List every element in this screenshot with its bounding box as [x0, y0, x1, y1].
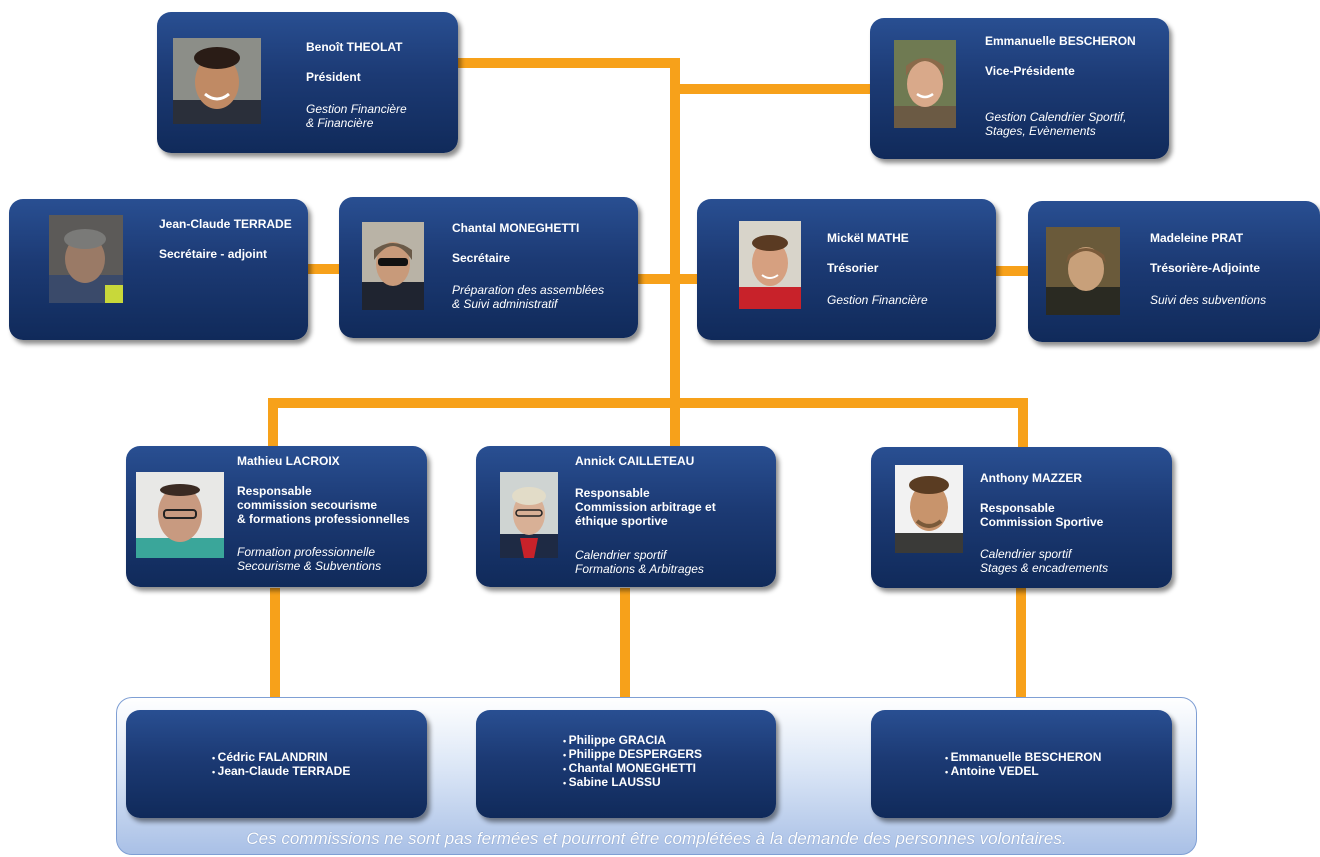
photo-treasurer-deputy: [1046, 227, 1120, 315]
list-item: Jean-Claude TERRADE: [212, 765, 513, 779]
first-aid-role-1: Responsable: [237, 484, 312, 498]
photo-vice-president: [894, 40, 956, 128]
connector-refereeing-members: [620, 588, 630, 710]
photo-sports: [895, 465, 963, 553]
connector-sports: [1018, 398, 1028, 448]
vice-president-task-2: Stages, Evènements: [985, 124, 1096, 138]
connector-first-aid: [268, 398, 278, 448]
refereeing-role-1: Responsable: [575, 486, 650, 500]
treasurer-deputy-name: Madeleine PRAT: [1150, 231, 1244, 245]
treasurer-deputy-role: Trésorière-Adjointe: [1150, 261, 1261, 275]
secretary-deputy-role: Secrétaire - adjoint: [159, 247, 268, 261]
treasurer-task-1: Gestion Financière: [827, 293, 928, 307]
connector-treasurer-deputy: [996, 266, 1028, 276]
sports-role-2: Commission Sportive: [980, 515, 1104, 529]
first-aid-role-3: & formations professionnelles: [237, 512, 410, 526]
card-vice-president: Emmanuelle BESCHERON Vice-Présidente Ges…: [870, 18, 1169, 159]
photo-secretary-deputy: [49, 215, 123, 303]
president-name: Benoît THEOLAT: [306, 40, 403, 54]
vice-president-name: Emmanuelle BESCHERON: [985, 34, 1136, 48]
list-item: Emmanuelle BESCHERON: [945, 751, 1246, 765]
connector-sports-members: [1016, 588, 1026, 710]
refereeing-task-1: Calendrier sportif: [575, 548, 667, 562]
secretary-name: Chantal MONEGHETTI: [452, 221, 580, 235]
photo-secretary: [362, 222, 424, 310]
connector-officers: [638, 274, 698, 284]
vice-president-task-1: Gestion Calendrier Sportif,: [985, 110, 1127, 124]
list-item: Antoine VEDEL: [945, 765, 1246, 779]
card-secretary: Chantal MONEGHETTI Secrétaire Préparatio…: [339, 197, 638, 338]
card-first-aid: Mathieu LACROIX Responsable commission s…: [126, 446, 427, 587]
first-aid-task-2: Secourisme & Subventions: [237, 559, 382, 573]
card-treasurer-deputy: Madeleine PRAT Trésorière-Adjointe Suivi…: [1028, 201, 1320, 342]
refereeing-role-3: éthique sportive: [575, 514, 668, 528]
list-item: Chantal MONEGHETTI: [563, 762, 863, 776]
president-role: Président: [306, 70, 361, 84]
sports-role-1: Responsable: [980, 501, 1055, 515]
photo-treasurer: [739, 221, 801, 309]
photo-first-aid: [136, 472, 224, 558]
secretary-role: Secrétaire: [452, 251, 511, 265]
card-president: Benoît THEOLAT Président Gestion Financi…: [157, 12, 458, 153]
president-task-2: & Financière: [306, 116, 374, 130]
connector-president: [458, 58, 680, 68]
connector-first-aid-members: [270, 588, 280, 710]
connector-refereeing: [670, 398, 680, 448]
list-item: Philippe GRACIA: [563, 734, 863, 748]
footer-note: Ces commissions ne sont pas fermées et p…: [246, 829, 1067, 848]
refereeing-members-list: Philippe GRACIA Philippe DESPERGERS Chan…: [476, 734, 863, 790]
photo-refereeing: [500, 472, 558, 558]
secretary-task-1: Préparation des assemblées: [452, 283, 605, 297]
refereeing-name: Annick CAILLETEAU: [575, 454, 695, 468]
photo-president: [173, 38, 261, 124]
card-first-aid-members: Cédric FALANDRIN Jean-Claude TERRADE: [126, 710, 427, 818]
sports-task-1: Calendrier sportif: [980, 547, 1072, 561]
connector-trunk: [670, 58, 680, 410]
secretary-deputy-name: Jean-Claude TERRADE: [159, 217, 292, 231]
sports-members-list: Emmanuelle BESCHERON Antoine VEDEL: [871, 751, 1246, 779]
refereeing-role-2: Commission arbitrage et: [575, 500, 716, 514]
card-sports-members: Emmanuelle BESCHERON Antoine VEDEL: [871, 710, 1172, 818]
treasurer-role: Trésorier: [827, 261, 879, 275]
refereeing-task-2: Formations & Arbitrages: [575, 562, 704, 576]
first-aid-task-1: Formation professionnelle: [237, 545, 376, 559]
connector-secretary-deputy: [308, 264, 340, 274]
first-aid-role-2: commission secourisme: [237, 498, 378, 512]
card-sports: Anthony MAZZER Responsable Commission Sp…: [871, 447, 1172, 588]
treasurer-name: Mickël MATHE: [827, 231, 909, 245]
card-refereeing: Annick CAILLETEAU Responsable Commission…: [476, 446, 776, 587]
connector-commissions: [268, 398, 1028, 408]
first-aid-name: Mathieu LACROIX: [237, 454, 340, 468]
list-item: Cédric FALANDRIN: [212, 751, 513, 765]
vice-president-role: Vice-Présidente: [985, 64, 1075, 78]
card-refereeing-members: Philippe GRACIA Philippe DESPERGERS Chan…: [476, 710, 776, 818]
treasurer-deputy-task-1: Suivi des subventions: [1150, 293, 1267, 307]
first-aid-members-list: Cédric FALANDRIN Jean-Claude TERRADE: [126, 751, 513, 779]
sports-task-2: Stages & encadrements: [980, 561, 1109, 575]
president-task-1: Gestion Financière: [306, 102, 407, 116]
card-treasurer: Mickël MATHE Trésorier Gestion Financièr…: [697, 199, 996, 340]
card-secretary-deputy: Jean-Claude TERRADE Secrétaire - adjoint: [9, 199, 308, 340]
list-item: Sabine LAUSSU: [563, 776, 863, 790]
connector-vice-president: [670, 84, 870, 94]
list-item: Philippe DESPERGERS: [563, 748, 863, 762]
secretary-task-2: & Suivi administratif: [452, 297, 558, 311]
sports-name: Anthony MAZZER: [980, 471, 1082, 485]
